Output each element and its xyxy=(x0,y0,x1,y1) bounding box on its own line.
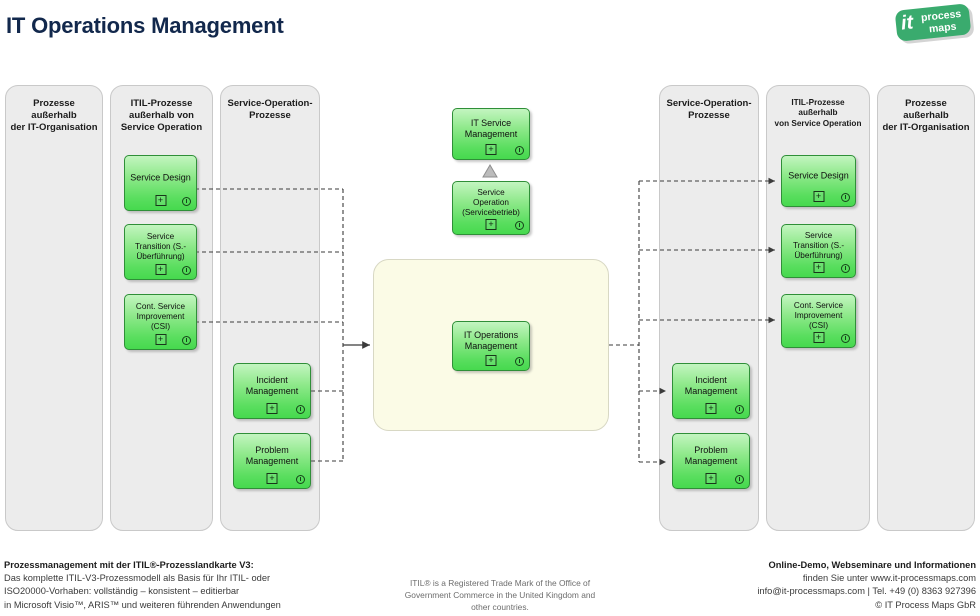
process-label: Incident Management xyxy=(245,375,299,396)
process-label: IT Operations Management xyxy=(463,330,519,351)
clock-icon[interactable] xyxy=(296,405,305,414)
process-label: Service Transition (S.- Überführung) xyxy=(134,232,187,261)
footer-left-line-1: Prozessmanagement mit der ITIL®-Prozessl… xyxy=(4,560,254,570)
process-label: Problem Management xyxy=(684,445,738,466)
footer-left: Prozessmanagement mit der ITIL®-Prozessl… xyxy=(4,559,344,612)
lane-title: Prozesse außerhalb der IT-Organisation xyxy=(10,98,98,133)
lane-left-outside-it: Prozesse außerhalb der IT-Organisation xyxy=(5,85,103,531)
clock-icon[interactable] xyxy=(515,221,524,230)
lane-title: Prozesse außerhalb der IT-Organisation xyxy=(882,98,970,133)
process-box-service-design-right[interactable]: Service Design + xyxy=(781,155,856,207)
process-label: Service Operation (Servicebetrieb) xyxy=(462,188,520,217)
clock-icon[interactable] xyxy=(182,197,191,206)
footer-left-line-3: ISO20000-Vorhaben: vollständig – konsist… xyxy=(4,586,240,597)
expand-plus-icon[interactable]: + xyxy=(155,195,166,206)
lane-title: ITIL-Prozesse außerhalb von Service Oper… xyxy=(774,98,862,128)
process-label: Cont. Service Improvement (CSI) xyxy=(793,301,844,330)
expand-plus-icon[interactable]: + xyxy=(705,403,717,414)
footer-center-line-3: other countries. xyxy=(471,601,529,612)
expand-plus-icon[interactable]: + xyxy=(155,334,166,345)
logo-it-text: it xyxy=(899,11,915,35)
expand-plus-icon[interactable]: + xyxy=(155,264,166,275)
lane-title: Service-Operation- Prozesse xyxy=(666,98,752,121)
lane-title: Service-Operation- Prozesse xyxy=(227,98,313,121)
process-box-problem-management-right[interactable]: Problem Management + xyxy=(672,433,750,489)
process-label: IT Service Management xyxy=(464,118,518,139)
expand-plus-icon[interactable]: + xyxy=(485,219,497,230)
footer-center-line-2: Government Commerce in the United Kingdo… xyxy=(404,589,596,600)
expand-plus-icon[interactable]: + xyxy=(705,473,717,484)
hierarchy-triangle-icon xyxy=(482,164,498,178)
clock-icon[interactable] xyxy=(296,475,305,484)
footer-right-line-1: Online-Demo, Webseminare und Information… xyxy=(768,560,976,570)
process-box-it-service-management[interactable]: IT Service Management + xyxy=(452,108,530,160)
expand-plus-icon[interactable]: + xyxy=(813,262,824,273)
process-box-incident-management-left[interactable]: Incident Management + xyxy=(233,363,311,419)
footer-left-line-4: in Microsoft Visio™, ARIS™ und weiteren … xyxy=(4,599,281,610)
footer-right-line-2[interactable]: finden Sie unter www.it-processmaps.com xyxy=(802,573,976,584)
footer-right-contact: Online-Demo, Webseminare und Information… xyxy=(636,559,976,612)
process-box-service-operation[interactable]: Service Operation (Servicebetrieb) + xyxy=(452,181,530,235)
clock-icon[interactable] xyxy=(735,405,744,414)
process-box-incident-management-right[interactable]: Incident Management + xyxy=(672,363,750,419)
process-label: Service Transition (S.- Überführung) xyxy=(792,231,845,260)
footer-right-line-4: © IT Process Maps GbR xyxy=(875,599,976,610)
expand-plus-icon[interactable]: + xyxy=(485,144,497,155)
expand-plus-icon[interactable]: + xyxy=(813,332,824,343)
process-box-service-transition-left[interactable]: Service Transition (S.- Überführung) + xyxy=(124,224,197,280)
process-box-csi-right[interactable]: Cont. Service Improvement (CSI) + xyxy=(781,294,856,348)
clock-icon[interactable] xyxy=(182,336,191,345)
clock-icon[interactable] xyxy=(841,264,850,273)
expand-plus-icon[interactable]: + xyxy=(485,355,497,366)
process-label: Service Design xyxy=(130,172,191,183)
footer-left-line-2: Das komplette ITIL-V3-Prozessmodell als … xyxy=(4,573,271,584)
process-label: Problem Management xyxy=(245,445,299,466)
expand-plus-icon[interactable]: + xyxy=(813,191,824,202)
process-box-problem-management-left[interactable]: Problem Management + xyxy=(233,433,311,489)
expand-plus-icon[interactable]: + xyxy=(266,473,278,484)
clock-icon[interactable] xyxy=(515,357,524,366)
lane-title: ITIL-Prozesse außerhalb von Service Oper… xyxy=(120,98,203,133)
process-label: Incident Management xyxy=(684,375,738,396)
process-box-service-transition-right[interactable]: Service Transition (S.- Überführung) + xyxy=(781,224,856,278)
page-title: IT Operations Management xyxy=(6,13,284,38)
clock-icon[interactable] xyxy=(841,193,850,202)
clock-icon[interactable] xyxy=(735,475,744,484)
logo-maps-text: maps xyxy=(928,20,957,36)
footer-right-line-3[interactable]: info@it-processmaps.com | Tel. +49 (0) 8… xyxy=(757,586,976,597)
clock-icon[interactable] xyxy=(182,266,191,275)
footer-center-line-1: ITIL® is a Registered Trade Mark of the … xyxy=(409,578,591,588)
it-process-maps-logo: it process maps xyxy=(894,3,974,42)
process-label: Cont. Service Improvement (CSI) xyxy=(135,302,186,331)
lane-right-outside-it: Prozesse außerhalb der IT-Organisation xyxy=(877,85,975,531)
expand-plus-icon[interactable]: + xyxy=(266,403,278,414)
process-box-service-design-left[interactable]: Service Design + xyxy=(124,155,197,211)
process-box-csi-left[interactable]: Cont. Service Improvement (CSI) + xyxy=(124,294,197,350)
process-box-it-operations-management[interactable]: IT Operations Management + xyxy=(452,321,530,371)
clock-icon[interactable] xyxy=(841,334,850,343)
footer-center-trademark: ITIL® is a Registered Trade Mark of the … xyxy=(350,578,650,614)
clock-icon[interactable] xyxy=(515,146,524,155)
process-label: Service Design xyxy=(788,170,849,181)
